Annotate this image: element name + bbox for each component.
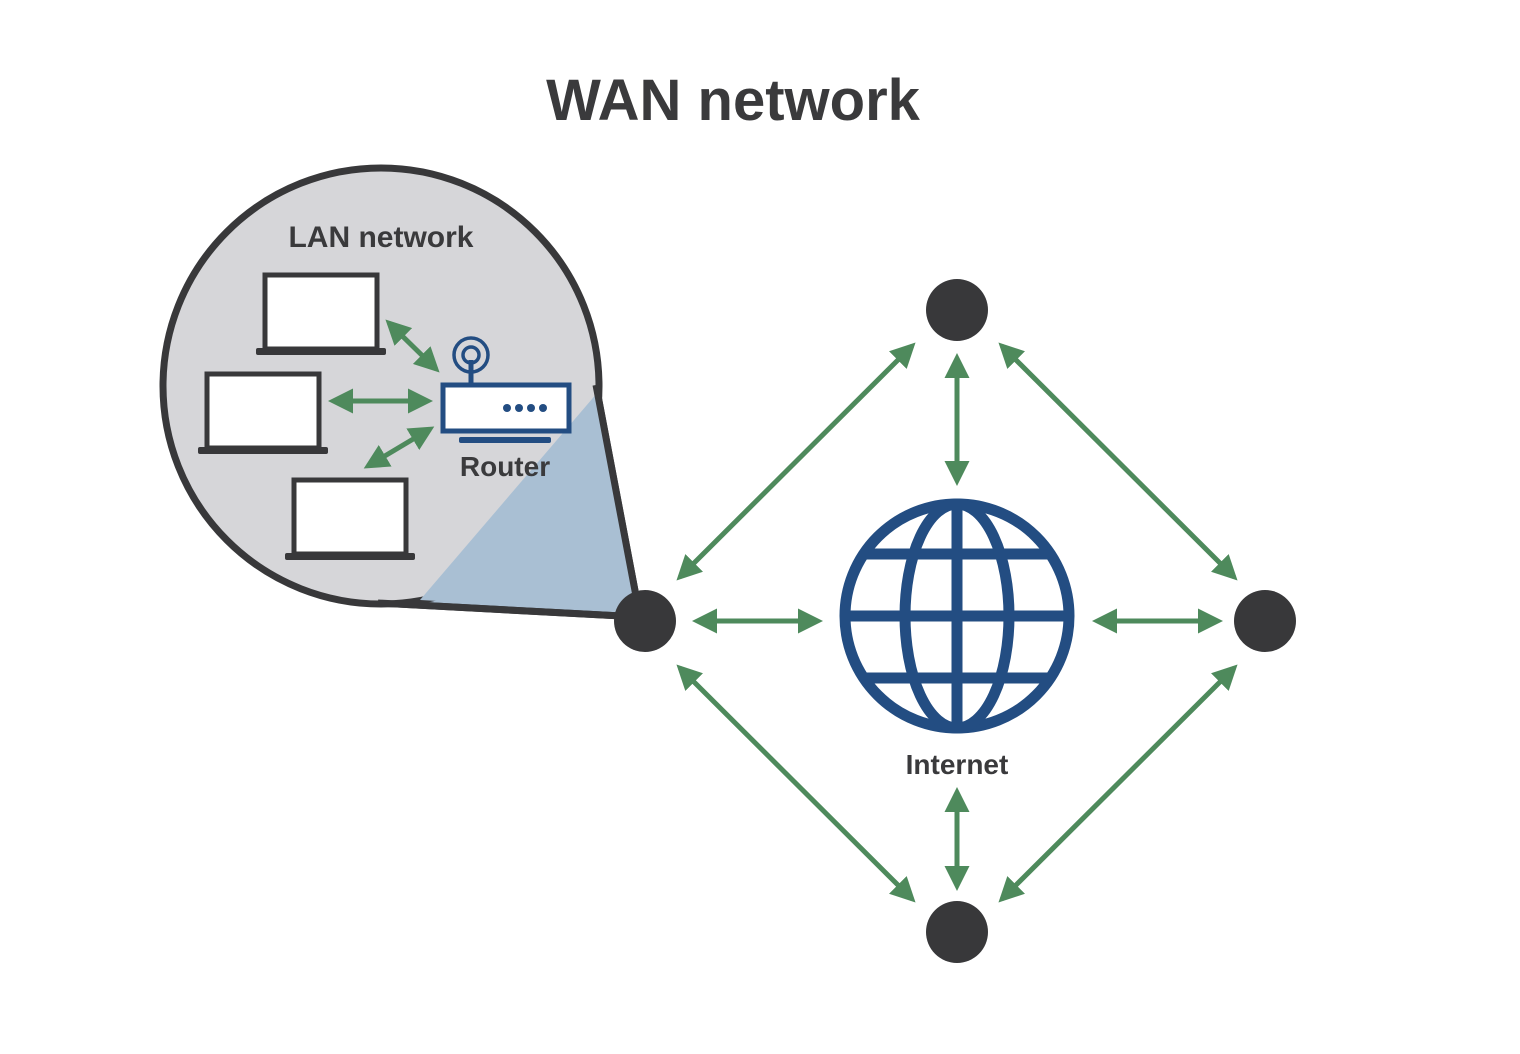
- network-node: [1234, 590, 1296, 652]
- network-node: [926, 901, 988, 963]
- wan-link-arrow: [676, 664, 916, 903]
- lan-callout-fill: [420, 392, 636, 612]
- laptop-icon: [256, 272, 386, 355]
- page-title: WAN network: [546, 68, 921, 133]
- laptop-icon: [198, 371, 328, 454]
- router-icon: [440, 336, 572, 443]
- globe-icon: [839, 498, 1075, 734]
- network-node: [926, 279, 988, 341]
- wan-link-arrow: [998, 664, 1238, 903]
- laptop-icon: [285, 477, 415, 560]
- lan-title: LAN network: [288, 221, 473, 254]
- internet-label: Internet: [906, 749, 1009, 780]
- lan-link-arrow: [363, 426, 435, 469]
- wan-link-arrow: [676, 342, 916, 581]
- wan-link-arrow: [998, 342, 1238, 581]
- router-label: Router: [460, 451, 550, 482]
- lan-link-arrow: [385, 319, 440, 373]
- network-node: [614, 590, 676, 652]
